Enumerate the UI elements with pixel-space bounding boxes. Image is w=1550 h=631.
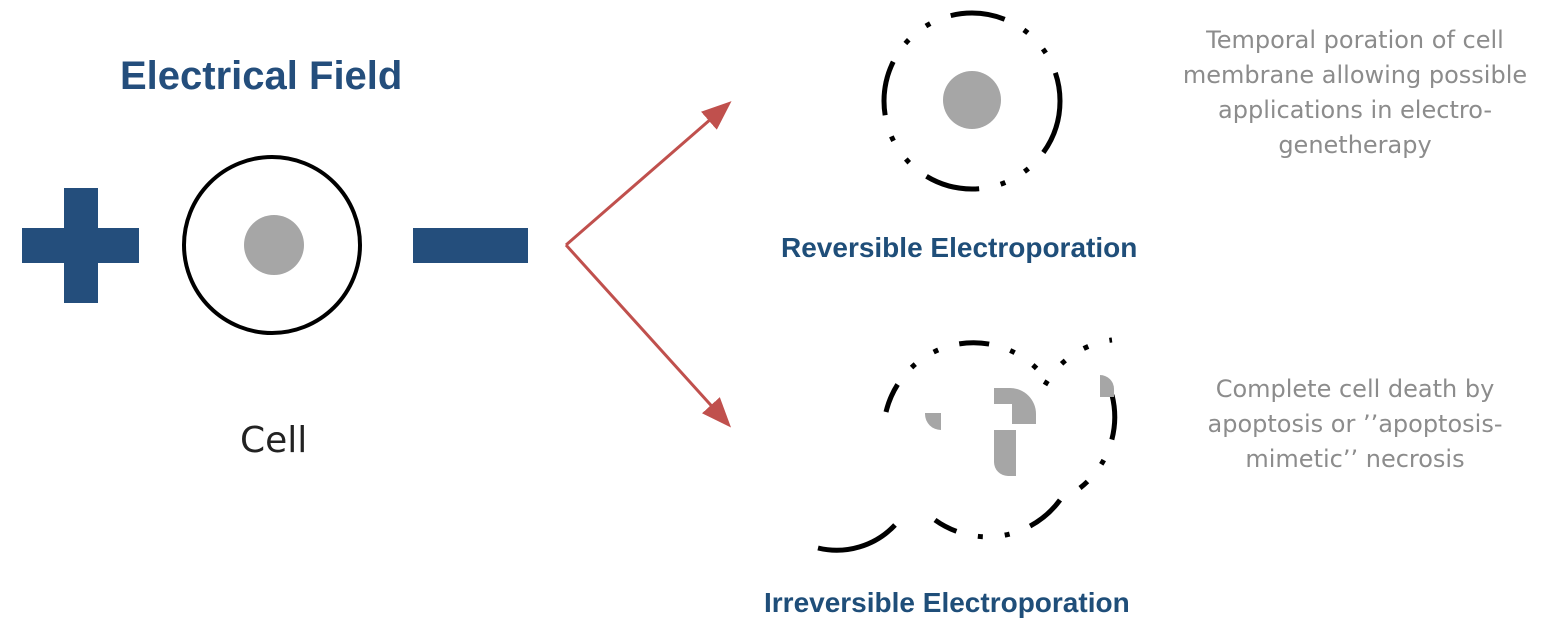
reversible-electroporation-title: Reversible Electroporation: [781, 232, 1138, 263]
cell-nucleus: [244, 215, 304, 275]
plus-electrode-icon: [22, 188, 139, 303]
nucleus-fragment: [1100, 375, 1114, 397]
fragmented-cell-irreversible: [817, 337, 1118, 553]
porated-membrane: [881, 10, 1063, 192]
membrane-fragment: [817, 523, 897, 553]
membrane-fragment: [883, 340, 1042, 413]
porated-nucleus: [943, 71, 1001, 129]
minus-electrode-icon: [413, 228, 528, 263]
cell-membrane: [182, 155, 362, 335]
nucleus-fragment: [994, 430, 1016, 476]
nucleus-fragment: [925, 413, 941, 430]
reversible-description: Temporal poration of cell membrane allow…: [1182, 26, 1528, 159]
arrow-to-reversible: [565, 101, 732, 247]
cell-label: Cell: [240, 420, 308, 461]
membrane-fragment: [933, 498, 1063, 540]
membrane-fragment: [1078, 394, 1118, 490]
nucleus-fragment: [994, 388, 1036, 424]
irreversible-description: Complete cell death by apoptosis or ’’ap…: [1207, 375, 1503, 473]
irreversible-electroporation-title: Irreversible Electroporation: [764, 587, 1130, 618]
cell-intact: [182, 155, 362, 335]
diagram-title: Electrical Field: [120, 54, 403, 98]
porated-cell-reversible: [881, 10, 1063, 192]
arrow-to-irreversible: [564, 243, 732, 428]
